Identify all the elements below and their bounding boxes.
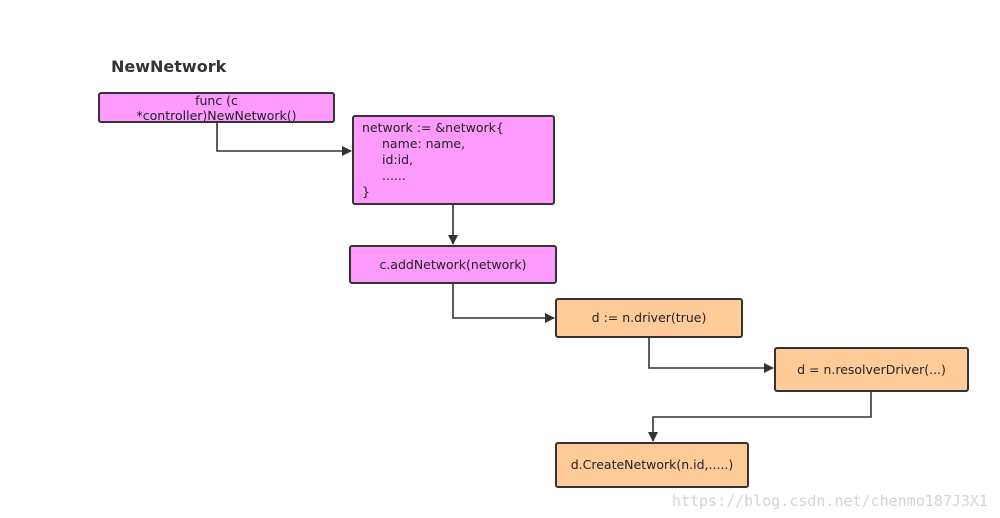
node-driver-call-label: d := n.driver(true) (591, 310, 707, 325)
struct-line-3: id:id, (382, 152, 413, 167)
node-resolver-driver-label: d = n.resolverDriver(...) (797, 361, 946, 377)
diagram-title: NewNetwork (111, 57, 227, 76)
node-add-network-label: c.addNetwork(network) (379, 256, 527, 272)
node-func-new-network: func (c *controller)NewNetwork() (98, 92, 335, 123)
node-driver-call: d := n.driver(true) (555, 298, 743, 338)
struct-line-4: ...... (382, 168, 406, 183)
node-create-network-label: d.CreateNetwork(n.id,.....) (570, 457, 734, 472)
connector-func-to-struct (216, 122, 352, 156)
node-resolver-driver: d = n.resolverDriver(...) (774, 347, 969, 392)
node-network-struct: network := &network{ name: name, id:id, … (352, 115, 555, 205)
connector-add-to-driver (452, 283, 555, 323)
watermark: https://blog.csdn.net/chenmo187J3X1 (671, 492, 988, 510)
node-func-line-2: *controller)NewNetwork() (136, 107, 297, 123)
connector-resolver-to-create (648, 391, 872, 442)
node-add-network: c.addNetwork(network) (349, 245, 557, 284)
struct-line-2: name: name, (382, 136, 466, 151)
struct-line-1: network := &network{ (362, 120, 504, 135)
struct-line-5: } (362, 184, 370, 199)
node-create-network: d.CreateNetwork(n.id,.....) (555, 442, 749, 488)
connector-driver-to-resolver (648, 337, 774, 373)
node-func-line-1: func (c (195, 92, 238, 108)
